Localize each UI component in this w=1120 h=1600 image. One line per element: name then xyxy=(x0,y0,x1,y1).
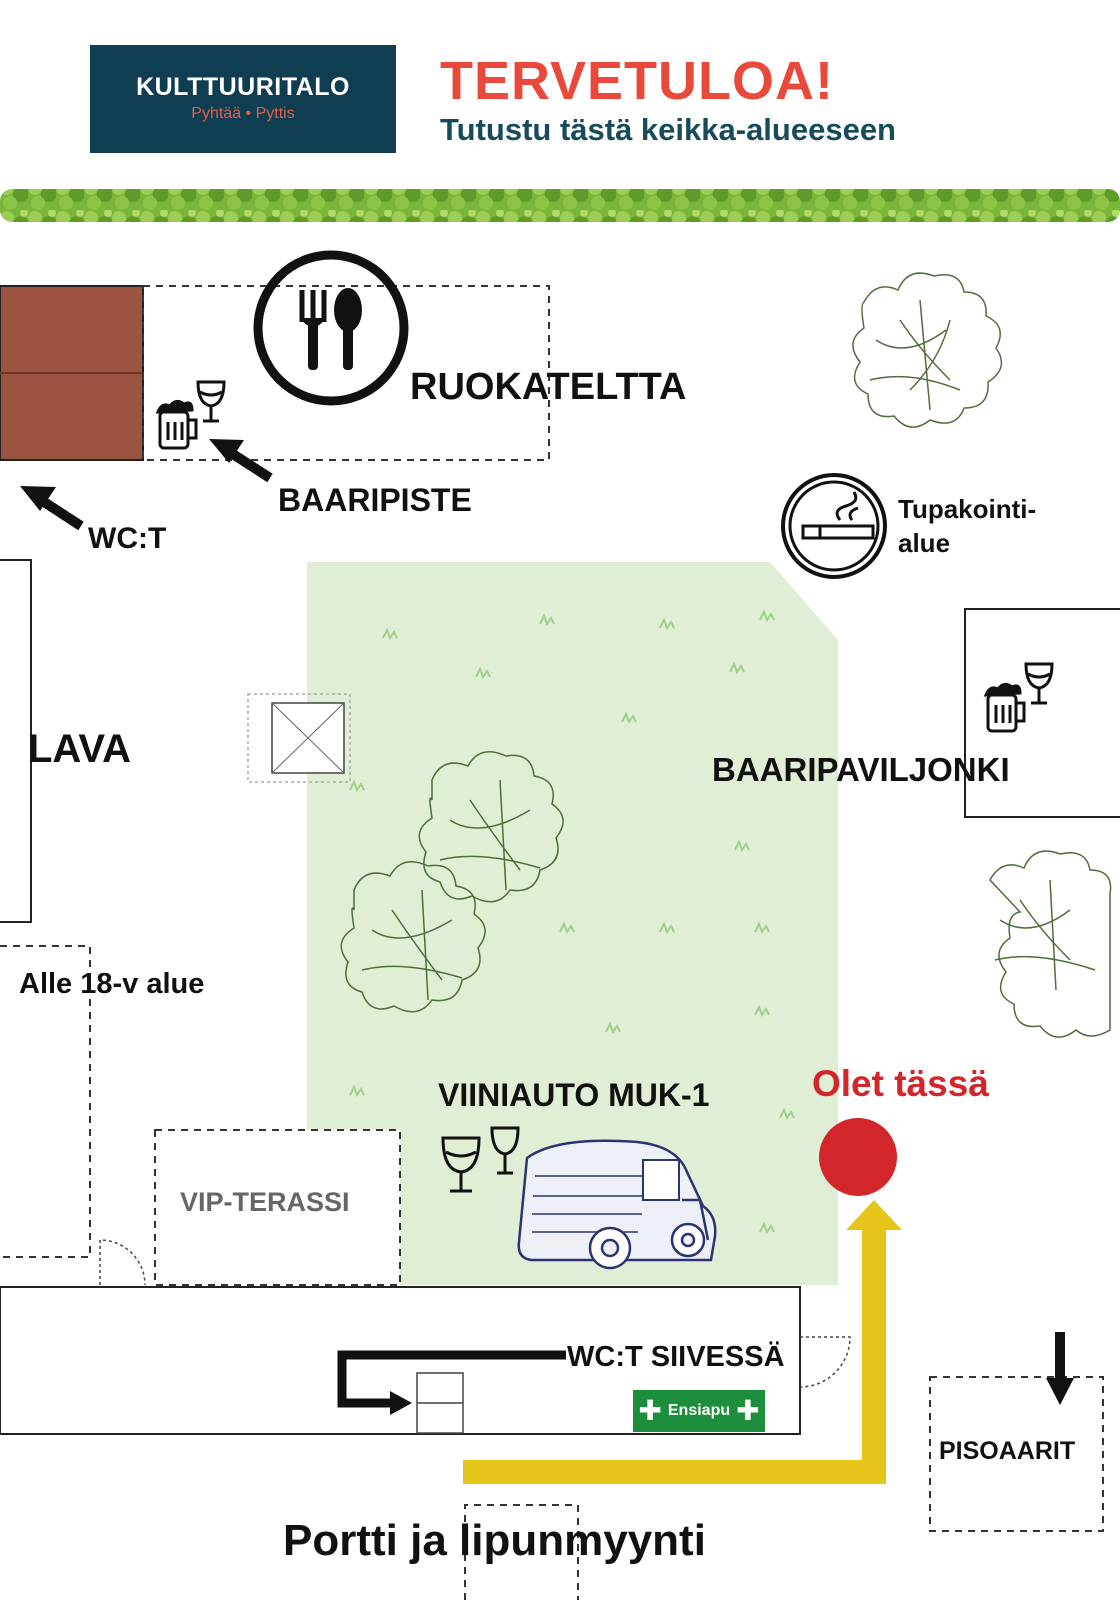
beer-mug-icon xyxy=(983,682,1026,733)
wine-glass-icon xyxy=(196,380,226,423)
alle18-area xyxy=(0,945,91,1258)
wine-glass-icon xyxy=(1024,662,1054,705)
portti-label: Portti ja lipunmyynti xyxy=(283,1516,706,1565)
tupakointi-label-line1: Tupakointi- xyxy=(898,494,1037,524)
hedge xyxy=(0,189,1120,222)
first-aid-icon: ✚ xyxy=(638,1395,662,1426)
first-aid-sign: ✚ Ensiapu ✚ xyxy=(633,1390,765,1432)
beer-mug-icon xyxy=(155,399,198,450)
you-are-here-label: Olet tässä xyxy=(812,1063,989,1104)
wine-van-icon xyxy=(517,1139,717,1270)
arrow-icon xyxy=(20,486,84,531)
vip-terrace xyxy=(154,1129,401,1286)
page-title: TERVETULOA! xyxy=(440,51,835,111)
tupakointi-label-line2: alue xyxy=(898,528,951,558)
pisoaarit-area xyxy=(929,1376,1104,1532)
tree-icon xyxy=(989,850,1112,1038)
grass-tufts xyxy=(349,609,795,1235)
tree-icon xyxy=(340,861,486,1013)
down-arrow-icon xyxy=(1046,1378,1074,1405)
wine-glass-icon xyxy=(441,1126,520,1193)
walking-path-arrow xyxy=(463,1228,886,1484)
viiniauto-label: VIINIAUTO MUK-1 xyxy=(438,1077,710,1113)
ruokateltta-area xyxy=(142,285,550,461)
baaripiste-label: BAARIPISTE xyxy=(278,482,472,518)
logo-name: KULTTUURITALO xyxy=(136,73,350,101)
stage-outline xyxy=(0,559,32,923)
cutlery-icon xyxy=(253,250,409,406)
alle18-label: Alle 18-v alue xyxy=(19,968,205,1000)
you-are-here-marker xyxy=(819,1118,897,1196)
first-aid-icon: ✚ xyxy=(736,1395,760,1426)
arrow-icon xyxy=(209,439,273,483)
pisoaarit-label: PISOAARIT xyxy=(939,1437,1076,1465)
baaripaviljonki-label: BAARIPAVILJONKI xyxy=(712,751,1010,788)
wc-route-arrow xyxy=(337,1350,566,1408)
grass-area xyxy=(307,562,838,1285)
logo: KULTTUURITALO Pyhtää • Pyttis xyxy=(90,45,396,153)
vip-label: VIP-TERASSI xyxy=(180,1187,350,1217)
logo-subtitle: Pyhtää • Pyttis xyxy=(191,105,295,122)
tree-icon xyxy=(418,751,564,903)
no-smoking-icon xyxy=(781,473,887,579)
baaripaviljonki-outline xyxy=(964,608,1120,818)
tree-icon xyxy=(852,272,1003,428)
lava-label: LAVA xyxy=(28,727,131,771)
wct-label: WC:T xyxy=(88,522,167,555)
ensiapu-label: Ensiapu xyxy=(667,1402,731,1419)
wct-siivessa-label: WC:T SIIVESSÄ xyxy=(567,1341,785,1373)
page-subtitle: Tutustu tästä keikka-alueeseen xyxy=(440,112,896,147)
ruokateltta-label: RUOKATELTTA xyxy=(410,366,687,408)
